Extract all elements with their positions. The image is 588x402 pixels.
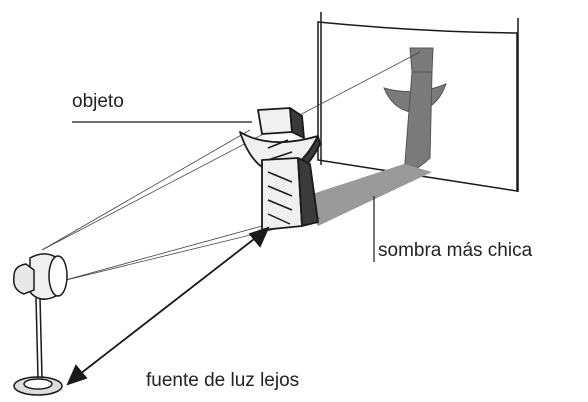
shadow-on-floor [300, 164, 432, 226]
shadow-label: sombra más chica [378, 240, 533, 261]
leader-lines [72, 121, 375, 262]
lamp [12, 253, 68, 396]
distance-arrow [66, 226, 270, 386]
object-label: objeto [72, 91, 124, 112]
light-source-label: fuente de luz lejos [146, 370, 300, 391]
object [239, 107, 321, 231]
